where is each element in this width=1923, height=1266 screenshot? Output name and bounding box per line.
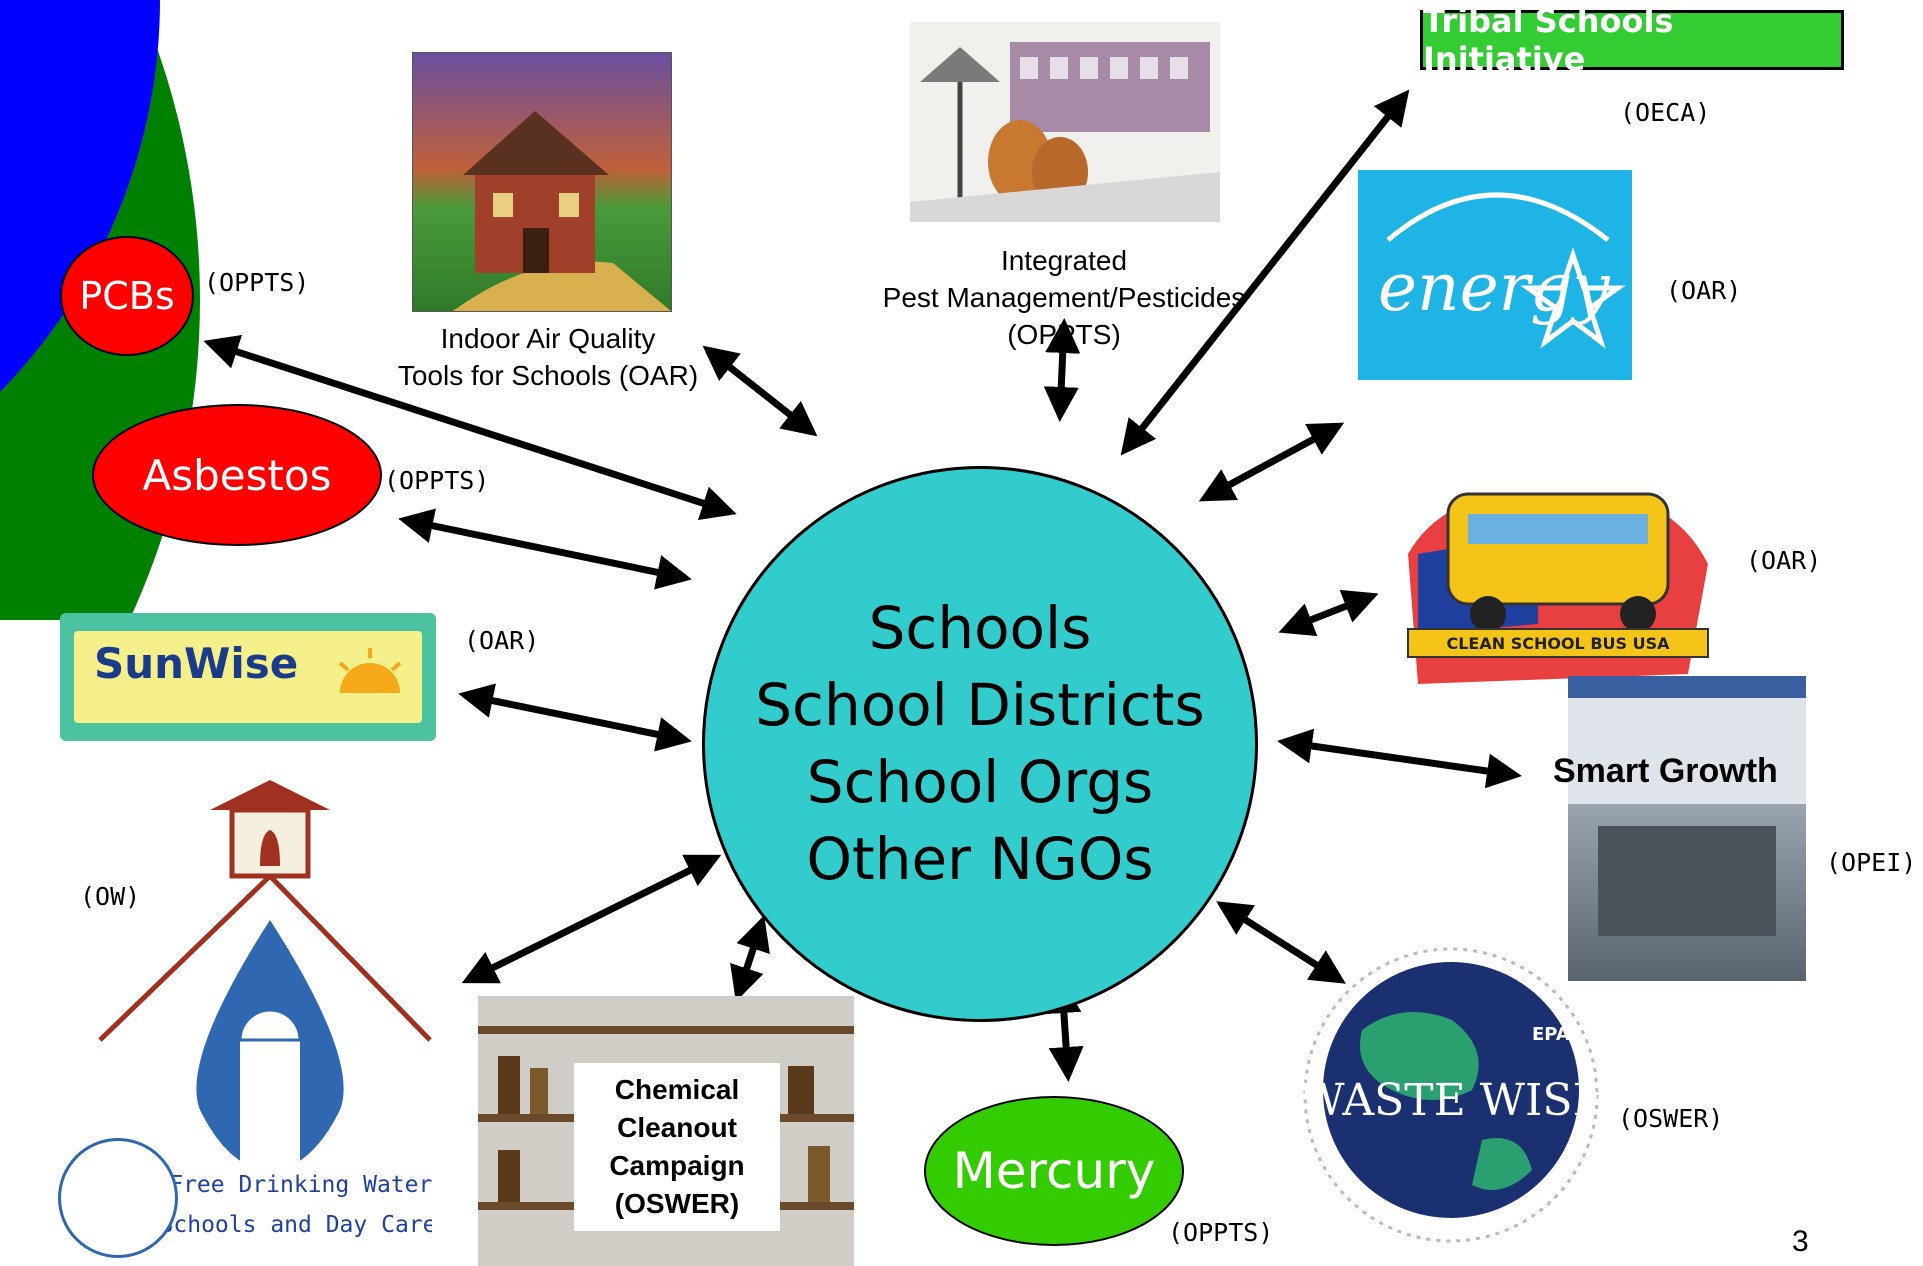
ipm-image bbox=[910, 22, 1220, 222]
pcbs-office: (OPPTS) bbox=[204, 268, 310, 297]
lead-free-office: (OW) bbox=[80, 882, 141, 911]
waste-wise-logo: EPA WASTE WISE bbox=[1302, 940, 1600, 1250]
smart-growth-label: Smart Growth bbox=[1553, 752, 1778, 790]
asbestos-oval: Asbestos bbox=[92, 404, 382, 546]
arrow-ipm bbox=[1043, 318, 1081, 422]
blue-circle bbox=[0, 0, 160, 392]
arrow-clean-school-bus bbox=[1278, 589, 1379, 637]
shelf-top bbox=[478, 1026, 854, 1034]
pcbs-oval: PCBs bbox=[60, 236, 194, 356]
school-bus-icon: CLEAN SCHOOL BUS USA bbox=[1407, 492, 1709, 684]
arrow-energy-star bbox=[1198, 422, 1345, 502]
schoolhouse-illustration bbox=[453, 111, 671, 311]
ipm-caption-line2: Pest Management/Pesticides bbox=[882, 282, 1246, 313]
sunwise-logo: SunWise bbox=[60, 613, 436, 741]
ipm-caption: Integrated Pest Management/Pesticides (O… bbox=[846, 242, 1282, 353]
arrow-smart-growth bbox=[1277, 728, 1522, 789]
page-number: 3 bbox=[1792, 1225, 1809, 1258]
energy-star-office: (OAR) bbox=[1666, 276, 1742, 305]
bottle bbox=[530, 1068, 548, 1114]
hub-line-orgs: School Orgs bbox=[806, 748, 1154, 816]
clean-school-bus-office: (OAR) bbox=[1746, 546, 1822, 575]
tribal-schools-label: Tribal Schools Initiative bbox=[1423, 2, 1674, 78]
chemical-cleanout-line3: Campaign bbox=[609, 1150, 745, 1181]
asbestos-office: (OPPTS) bbox=[384, 466, 490, 495]
indoor-air-caption-line2: Tools for Schools (OAR) bbox=[397, 360, 699, 391]
bottle bbox=[498, 1150, 520, 1202]
tribal-office: (OECA) bbox=[1620, 98, 1711, 127]
waste-wise-office: (OSWER) bbox=[1618, 1104, 1724, 1133]
arrow-sunwise bbox=[458, 683, 692, 752]
bottle bbox=[788, 1066, 814, 1114]
energy-star-logo: energy bbox=[1358, 170, 1632, 380]
chemical-cleanout-line2: Cleanout bbox=[617, 1112, 737, 1143]
waste-wise-text: WASTE WISE bbox=[1302, 1075, 1600, 1126]
ipm-caption-line3: (OPPTS) bbox=[1007, 319, 1121, 350]
sun-icon bbox=[338, 648, 402, 693]
chemical-cleanout-label: Chemical Cleanout Campaign (OSWER) bbox=[574, 1063, 780, 1231]
clean-school-bus-logo: CLEAN SCHOOL BUS USA bbox=[1388, 424, 1718, 692]
waste-wise-sub: EPA bbox=[1532, 1024, 1570, 1045]
arrow-indoor-air bbox=[702, 345, 818, 437]
hub-circle: Schools School Districts School Orgs Oth… bbox=[702, 466, 1258, 1022]
smart-growth-office: (OPEI) bbox=[1826, 848, 1917, 877]
mercury-label: Mercury bbox=[952, 1142, 1156, 1200]
arrow-waste-wise bbox=[1216, 901, 1346, 984]
pest-illustration bbox=[910, 42, 1220, 222]
energy-star-icon: energy bbox=[1378, 192, 1626, 349]
asbestos-label: Asbestos bbox=[142, 450, 332, 500]
hub-line-districts: School Districts bbox=[755, 671, 1205, 739]
waste-wise-globe-icon: EPA WASTE WISE bbox=[1302, 947, 1600, 1243]
epa-seal bbox=[58, 1138, 178, 1258]
smart-growth-image bbox=[1568, 676, 1806, 981]
chemical-cleanout-line4: (OSWER) bbox=[614, 1188, 740, 1219]
arrow-pcbs bbox=[203, 335, 737, 520]
arrow-chemical-cleanout bbox=[730, 915, 770, 1002]
hub-line-ngos: Other NGOs bbox=[806, 825, 1154, 893]
chemical-cleanout-line1: Chemical bbox=[614, 1074, 740, 1105]
ipm-caption-line1: Integrated bbox=[1000, 245, 1128, 276]
bottle bbox=[808, 1146, 830, 1202]
indoor-air-caption-line1: Indoor Air Quality bbox=[440, 323, 656, 354]
arrow-tribal bbox=[1120, 89, 1410, 456]
sunwise-office: (OAR) bbox=[464, 626, 540, 655]
clean-school-bus-text: CLEAN SCHOOL BUS USA bbox=[1446, 634, 1670, 653]
bottle bbox=[498, 1056, 520, 1114]
smart-growth-building bbox=[1598, 826, 1776, 936]
indoor-air-caption: Indoor Air Quality Tools for Schools (OA… bbox=[378, 320, 718, 394]
mercury-oval: Mercury bbox=[924, 1096, 1184, 1246]
smart-growth-header-bar bbox=[1568, 676, 1806, 698]
hub-line-schools: Schools bbox=[868, 594, 1092, 662]
indoor-air-image bbox=[412, 52, 672, 312]
tribal-schools-box: Tribal Schools Initiative bbox=[1420, 2, 1844, 78]
sunwise-text: SunWise bbox=[94, 639, 299, 688]
arrow-lead-free bbox=[461, 854, 722, 984]
arrow-asbestos bbox=[398, 508, 692, 590]
mercury-office: (OPPTS) bbox=[1168, 1218, 1274, 1247]
pcbs-label: PCBs bbox=[79, 274, 175, 318]
